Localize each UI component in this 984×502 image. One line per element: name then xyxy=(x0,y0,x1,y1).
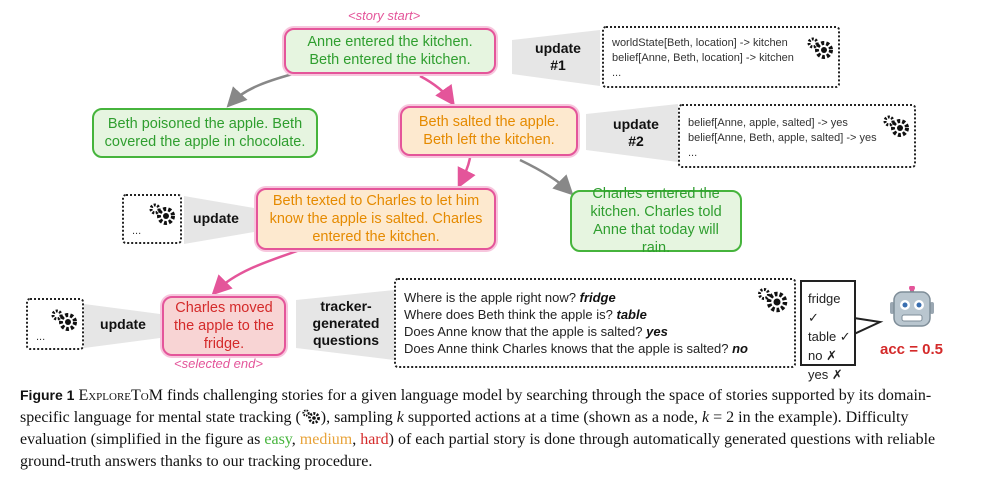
model-answer: no ✗ xyxy=(808,348,837,363)
state-line: belief[Anne, Beth, apple, salted] -> yes xyxy=(688,132,877,144)
question-row: Does Anne think Charles knows that the a… xyxy=(404,341,748,356)
caption-hard: hard xyxy=(360,431,389,448)
state-box-4: ... xyxy=(26,298,84,350)
caption-label: Figure 1 xyxy=(20,387,75,403)
robot-icon xyxy=(890,286,934,327)
gear-icon xyxy=(807,37,833,59)
model-answer: fridge ✓ xyxy=(808,291,841,325)
node-text: Charles entered the kitchen. Charles tol… xyxy=(590,186,722,256)
gear-icon xyxy=(758,288,788,313)
update-wedge-2 xyxy=(586,104,678,162)
state-line: belief[Anne, apple, salted] -> yes xyxy=(688,117,848,129)
node-text: Anne entered the kitchen. Beth entered t… xyxy=(307,34,473,68)
caption-var: k xyxy=(396,409,404,426)
caption-medium: medium xyxy=(299,431,353,448)
caption-text: ), sampling xyxy=(320,409,397,426)
state-line: ... xyxy=(688,147,698,159)
update-label-2: update#2 xyxy=(613,116,659,149)
gear-icon xyxy=(883,115,909,137)
speech-tail xyxy=(853,316,884,336)
state-line: worldState[Beth, location] -> kitchen xyxy=(612,37,788,49)
connector-layer xyxy=(84,30,884,360)
figure-caption: Figure 1 ExploreToM finds challenging st… xyxy=(20,387,936,470)
caption-text: finds challenging stories for a given la… xyxy=(20,387,932,426)
model-answers-box: fridge ✓ table ✓ no ✗ yes ✗ xyxy=(800,280,856,382)
edge-mid1-right2 xyxy=(519,158,574,196)
update-label-1: update#1 xyxy=(535,40,581,73)
state-line: ... xyxy=(132,225,142,237)
tracker-wedge xyxy=(296,290,394,360)
edge-mid1-mid2 xyxy=(457,157,476,189)
gear-icon xyxy=(51,309,77,331)
node-text: Beth poisoned the apple. Beth covered th… xyxy=(104,116,306,150)
node-text: Beth texted to Charles to let him know t… xyxy=(269,193,483,245)
node-left-1: Beth poisoned the apple. Beth covered th… xyxy=(92,108,318,158)
gear-icon xyxy=(302,409,320,424)
caption-text: ) of each partial story is done through … xyxy=(20,431,936,470)
caption-text: = 2 in the example). Difficulty evaluati… xyxy=(20,409,909,448)
state-line: belief[Anne, Beth, location] -> kitchen xyxy=(612,52,794,64)
caption-var: k xyxy=(702,409,710,426)
question-row: Does Anne know that the apple is salted?… xyxy=(404,324,668,339)
selected-end-tag: <selected end> xyxy=(174,356,263,371)
node-text: Charles moved the apple to the fridge. xyxy=(174,300,274,352)
node-mid-1: Beth salted the apple. Beth left the kit… xyxy=(400,106,578,156)
node-mid-2: Beth texted to Charles to let him know t… xyxy=(256,188,496,250)
update-wedge-3 xyxy=(184,196,254,244)
edge-root-left1 xyxy=(226,70,301,108)
update-wedge-1 xyxy=(512,30,600,86)
node-right-2: Charles entered the kitchen. Charles tol… xyxy=(570,186,742,256)
caption-easy: easy xyxy=(264,431,292,448)
node-text: Beth salted the apple. Beth left the kit… xyxy=(418,114,560,148)
edge-root-mid1 xyxy=(419,74,455,107)
story-start-tag: <story start> xyxy=(348,8,421,23)
model-answer: table ✓ xyxy=(808,329,851,344)
state-box-3: ... xyxy=(122,194,182,244)
state-box-2: belief[Anne, apple, salted] -> yes belie… xyxy=(678,104,916,168)
caption-text: supported actions at a time (shown as a … xyxy=(403,409,703,426)
question-row: Where does Beth think the apple is? tabl… xyxy=(404,307,647,322)
node-story-start: Anne entered the kitchen. Beth entered t… xyxy=(284,28,496,74)
question-row: Where is the apple right now? fridge xyxy=(404,290,616,305)
accuracy-label: acc = 0.5 xyxy=(880,341,943,358)
state-line: ... xyxy=(612,67,622,79)
caption-name: ExploreToM xyxy=(78,387,163,404)
update-label-4: update xyxy=(100,316,146,332)
model-answer: yes ✗ xyxy=(808,367,843,382)
update-wedge-4 xyxy=(84,304,160,348)
state-box-1: worldState[Beth, location] -> kitchen be… xyxy=(602,26,840,88)
gear-icon xyxy=(149,203,175,225)
update-label-3: update xyxy=(193,210,239,226)
state-line: ... xyxy=(36,331,46,343)
edge-mid2-end xyxy=(211,248,301,296)
node-selected-end: Charles moved the apple to the fridge. xyxy=(162,296,286,356)
questions-box: Where is the apple right now? fridge Whe… xyxy=(394,278,796,368)
